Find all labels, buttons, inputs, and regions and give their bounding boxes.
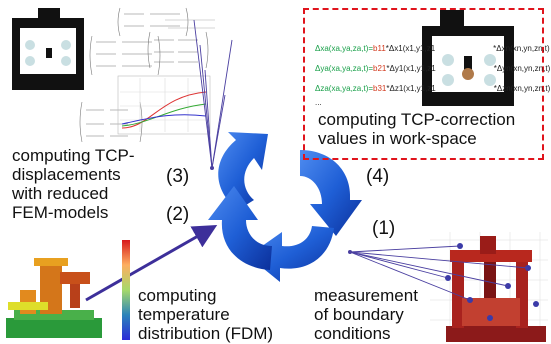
- label-temperature: computing temperature distribution (FDM): [138, 286, 274, 343]
- pointer-lines-top: [193, 19, 233, 169]
- pointer-origin-bottom: [348, 250, 352, 254]
- arrow-temperature-to-cycle: [85, 225, 218, 302]
- tcp-correction-box: Δxa(xa,ya,za,t)=b11*Δx1(x1,y1,z1*Δxn(xn,…: [303, 8, 550, 160]
- process-cycle-arrows: [208, 132, 362, 282]
- formula-line-z: Δza(xa,ya,za,t)=b31*Δz1(x1,y1,z1*Δzn(xn,…: [315, 84, 551, 93]
- machine-measurement-bottomright: [430, 232, 548, 342]
- label-tcp-displacements: computing TCP- displacements with reduce…: [12, 146, 135, 222]
- cycle-arrow-2: [208, 186, 272, 270]
- step-3-label: (3): [166, 166, 190, 187]
- machine-schematic-topleft: [12, 8, 84, 90]
- formula-ellipsis: ...: [315, 98, 322, 107]
- pointer-origin-top: [210, 166, 214, 170]
- step-1-label: (1): [372, 218, 396, 239]
- step-2-label: (2): [166, 204, 190, 225]
- label-measurement: measurement of boundary conditions: [314, 286, 418, 343]
- label-tcp-correction: computing TCP-correction values in work-…: [318, 110, 516, 148]
- step-4-label: (4): [366, 166, 390, 187]
- fem-matrix-sketch: [79, 7, 215, 143]
- machine-schematic-topright: [422, 10, 514, 106]
- machine-fem-bottomleft: [6, 258, 102, 338]
- cycle-arrow-4: [300, 150, 362, 236]
- formula-line-y: Δya(xa,ya,za,t)=b21*Δy1(x1,y1,z1*Δyn(xn,…: [315, 64, 551, 73]
- formula-line-x: Δxa(xa,ya,za,t)=b11*Δx1(x1,y1,z1*Δxn(xn,…: [315, 44, 550, 53]
- temperature-colorbar: [122, 240, 130, 340]
- pointer-lines-bottom: [349, 245, 529, 301]
